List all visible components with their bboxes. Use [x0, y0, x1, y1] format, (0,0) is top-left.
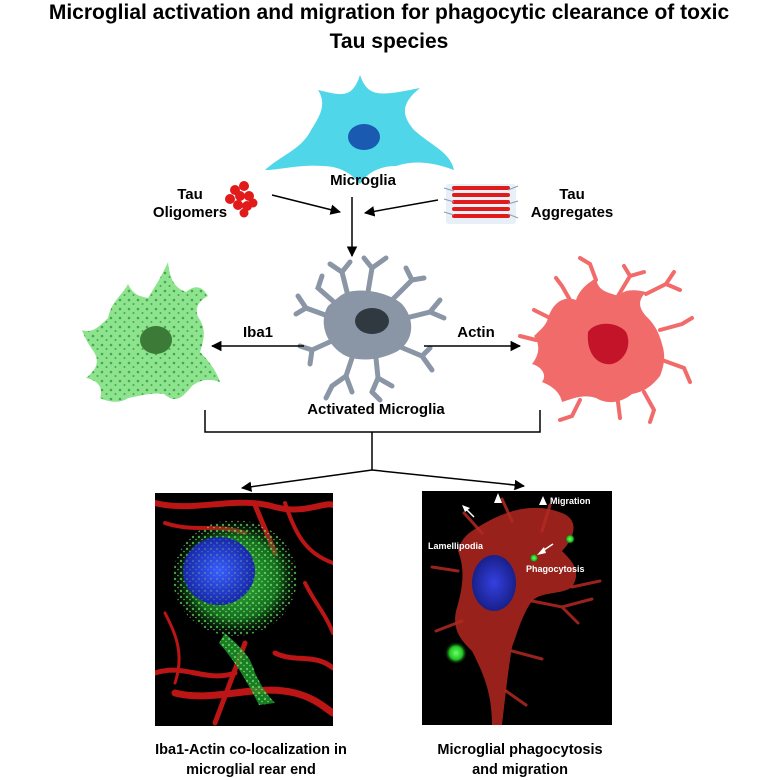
label-tau-oligomers-line1: Tau — [177, 186, 203, 203]
actin-microglia-cell — [518, 256, 694, 424]
label-actin: Actin — [457, 324, 495, 341]
migration-arrowhead-1 — [494, 493, 502, 503]
arrow-oligomers-to-microglia — [271, 194, 342, 215]
left-caption-line2: microglial rear end — [186, 762, 316, 778]
iba1-nucleus — [140, 326, 172, 354]
right-caption-line2: and migration — [472, 762, 568, 778]
title-line-2: Tau species — [329, 30, 449, 53]
left-panel-caption: Iba1-Actin co-localization in microglial… — [110, 740, 392, 780]
phagocytosis-arrow — [537, 543, 554, 555]
title-line-1: Microglial activation and migration for … — [48, 1, 730, 24]
right-panel-caption: Microglial phagocytosis and migration — [400, 740, 640, 780]
left-caption-line1: Iba1-Actin co-localization in — [155, 742, 347, 758]
label-migration: Migration — [550, 496, 591, 506]
resting-microglia-cell — [265, 75, 454, 184]
actin-nucleus — [587, 323, 629, 365]
iba1-actin-micrograph-image — [155, 499, 333, 726]
label-tau-oligomers-line2: Oligomers — [152, 204, 228, 221]
arrow-aggregates-to-microglia — [363, 199, 439, 217]
label-lamellipodia: Lamellipodia — [428, 541, 484, 551]
label-phagocytosis: Phagocytosis — [526, 564, 585, 574]
figure-title: Microglial activation and migration for … — [0, 0, 778, 56]
right-caption-line1: Microglial phagocytosis — [437, 742, 603, 758]
iba1-actin-micrograph — [155, 493, 333, 726]
label-tau-aggregates-line2: Aggregates — [530, 204, 614, 221]
activated-nucleus — [355, 308, 389, 334]
label-tau-aggregates: Tau Aggregates — [522, 186, 622, 222]
activated-microglia-cell — [293, 255, 447, 403]
label-iba1: Iba1 — [242, 324, 273, 341]
resting-nucleus — [348, 124, 380, 150]
phagocytosis-migration-micrograph: Migration Lamellipodia Phagocytosis — [422, 491, 612, 725]
phagocytosis-migration-micrograph-image — [430, 493, 602, 725]
label-activated-microglia: Activated Microglia — [307, 401, 445, 418]
bottom-connector — [204, 410, 541, 492]
label-tau-oligomers: Tau Oligomers — [150, 186, 230, 222]
tau-oligomers-icon — [225, 181, 258, 218]
migration-arrowhead-2 — [539, 496, 547, 505]
label-microglia: Microglia — [330, 172, 396, 189]
lamellipodia-arrow — [462, 505, 475, 518]
iba1-microglia-cell — [82, 262, 220, 402]
label-tau-aggregates-line1: Tau — [559, 186, 585, 203]
tau-aggregates-icon — [443, 184, 519, 224]
